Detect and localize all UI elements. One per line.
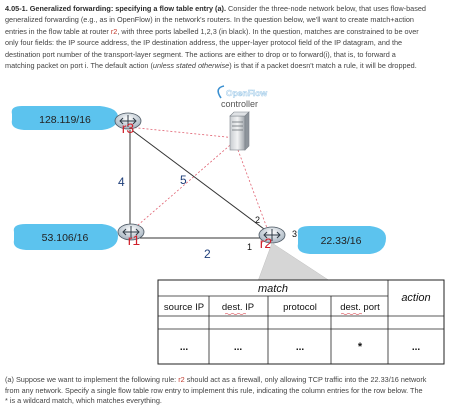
router-label: r1 [128, 232, 141, 248]
question-line-text: Consider the three-node network below, t… [226, 4, 426, 13]
column-header-dest-ip: dest. IP [222, 302, 254, 313]
question-heading: 4.05-1. Generalized forwarding: specifyi… [5, 4, 226, 13]
subnet-label: 22.33/16 [321, 235, 362, 247]
question-line-text: matching packet on port i. The default a… [5, 61, 153, 71]
question-line: matching packet on port i. The default a… [5, 60, 470, 71]
port-label: 2 [255, 215, 260, 225]
controller-link-r3 [127, 126, 237, 139]
question-line: generalized forwarding (e.g., as in Open… [5, 15, 414, 25]
question-line-text: , with three ports labelled 1,2,3 (in bl… [117, 26, 419, 36]
router-r3: r3 [114, 112, 142, 136]
controller-link-r2 [237, 149, 268, 229]
cell-source-ip: ... [180, 342, 189, 353]
router-label: r3 [122, 120, 135, 136]
subquestion-line: from any network. Specify a single flow … [5, 385, 423, 395]
question-line: entries in the flow table at router r2, … [5, 26, 470, 37]
match-header: match [258, 283, 288, 295]
router-arrows-icon [119, 115, 137, 127]
link-r3-r2 [132, 130, 269, 233]
openflow-logo-icon: OpenFlow [217, 85, 268, 99]
link-labels: 4 5 2 [118, 173, 211, 261]
cell-action: ... [412, 342, 421, 353]
router-reference: r2 [178, 375, 185, 384]
flow-table: match action source IP dest. IP protocol… [157, 242, 445, 365]
subquestion-line-text: should act as a firewall, only allowing … [184, 375, 427, 384]
subnet-53-106: 53.106/16 [13, 224, 118, 250]
link-label: 2 [204, 247, 211, 261]
italic-phrase: unless stated otherwise [152, 61, 230, 71]
router-arrows-icon [122, 226, 140, 238]
spellcheck-underline [224, 313, 247, 315]
subnet-label: 128.119/16 [39, 114, 91, 126]
port-label: 1 [247, 242, 252, 252]
router-label: r2 [260, 235, 273, 251]
table-border [157, 279, 445, 365]
controller-label: controller [221, 99, 258, 109]
server-side [244, 111, 250, 151]
router-reference: r2 [110, 26, 118, 36]
subquestion-text: (a) Suppose we want to implement the fol… [5, 375, 470, 407]
question-line: 4.05-1. Generalized forwarding: specifyi… [5, 3, 470, 14]
spellcheck-underline [340, 313, 363, 315]
link-label: 5 [180, 173, 187, 187]
question-line: only four fields: the IP source address,… [5, 38, 403, 48]
server-icon [229, 111, 250, 151]
action-header: action [401, 292, 430, 304]
port-labels: 1 2 3 [247, 215, 297, 252]
column-header-protocol: protocol [283, 302, 317, 313]
controller-link-r1 [129, 139, 237, 233]
server-body [229, 115, 246, 151]
subnet-22-33: 22.33/16 [297, 226, 386, 254]
cloud-shape [297, 226, 386, 254]
subnet-128-119: 128.119/16 [11, 106, 118, 130]
openflow-controller: OpenFlow controller [217, 85, 268, 151]
subquestion-line: (a) Suppose we want to implement the fol… [5, 375, 470, 386]
router-arrows-icon [263, 229, 281, 241]
link-label: 4 [118, 175, 125, 189]
column-header-source-ip: source IP [164, 302, 204, 313]
question-line-text: entries in the flow table at router [5, 26, 111, 36]
cloud-shape [11, 106, 118, 130]
subnet-label: 53.106/16 [42, 232, 89, 244]
controller-links [127, 126, 268, 233]
router-r1: r1 [117, 223, 145, 248]
links [129, 130, 269, 239]
question-line: destination port number of the transport… [5, 49, 396, 59]
subquestion-line: * is a wildcard match, which matches eve… [5, 396, 162, 406]
cell-protocol: ... [296, 342, 305, 353]
column-header-dest-port: dest. port [340, 302, 380, 313]
table-text: match action source IP dest. IP protocol… [164, 283, 431, 353]
cell-dest-port: * [358, 341, 363, 353]
question-line-text: ) is that if a packet doesn't match a ru… [229, 61, 417, 71]
cell-dest-ip: ... [234, 342, 243, 353]
openflow-logo-text: OpenFlow [226, 88, 267, 98]
question-text: 4.05-1. Generalized forwarding: specifyi… [5, 3, 470, 71]
logo-swoosh [217, 85, 225, 99]
cloud-shape [13, 224, 118, 250]
subquestion-line-text: (a) Suppose we want to implement the fol… [5, 375, 179, 384]
port-label: 3 [292, 229, 297, 239]
